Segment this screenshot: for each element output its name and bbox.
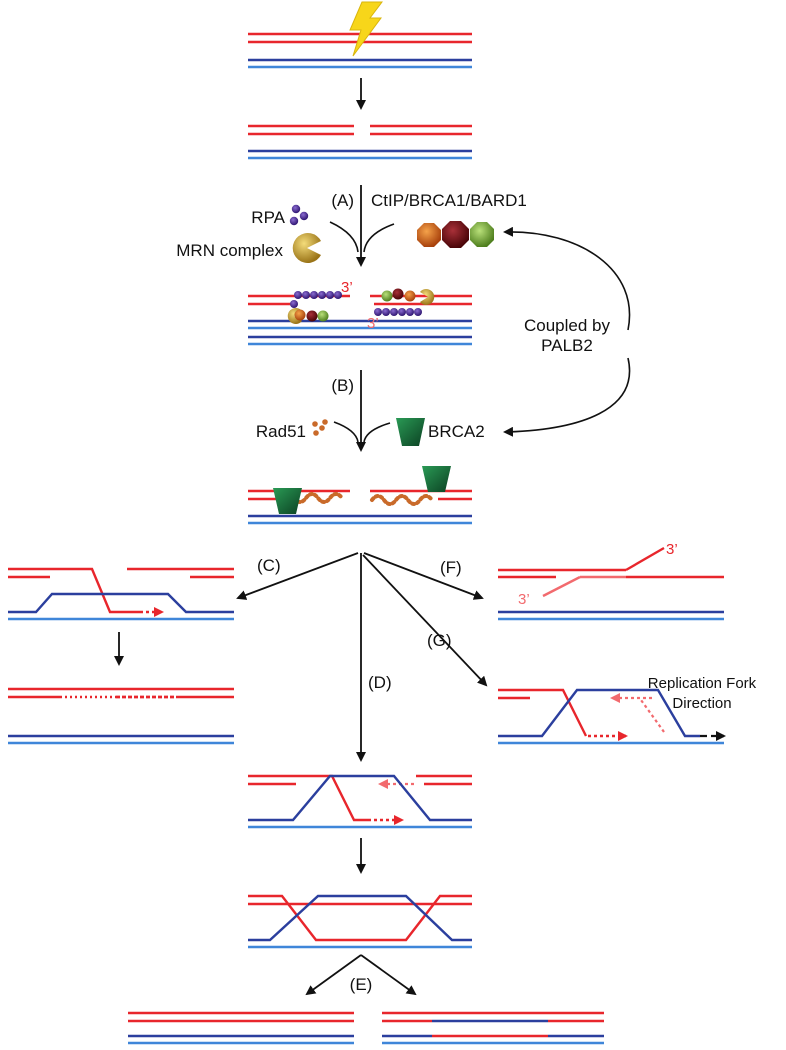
brca2-label: BRCA2 [428,422,485,441]
resolution-product-non-crossover [128,1011,354,1045]
mrn-complex-label: MRN complex [176,241,283,260]
replication-fork-label-line2: Direction [672,695,731,712]
pathway-c-product [8,687,234,745]
pathway-f-annealing [498,546,724,621]
pathway-c-strand-invasion [8,567,234,621]
coupled-by-palb2-arrow [503,226,631,331]
step-b-label: (B) [331,376,354,395]
pathway-d-d-loop [248,774,472,829]
step-d-label: (D) [368,673,392,692]
coupled-by-palb2-arrow-lower [503,357,631,437]
step-g-label: (G) [427,631,452,650]
mrn-complex-icon [292,232,321,263]
replication-fork-label-line1: Replication Fork [648,675,757,692]
brca2-icon [396,418,425,446]
step-c-label: (C) [257,556,281,575]
double-holliday-junction [248,894,472,949]
rpa-coated-ssdna-left [294,291,342,299]
arrow-step-a-in-right [363,223,395,253]
coupled-label-line2: PALB2 [541,336,593,355]
step-a-label: (A) [331,191,354,210]
rpa-label: RPA [251,208,285,227]
arrow-step-f [363,552,484,600]
three-prime-label-1: 3’ [341,279,353,296]
rad51-label: Rad51 [256,422,306,441]
resected-dna [248,294,472,346]
coupled-label-line1: Coupled by [524,316,611,335]
rad51-icon [312,419,328,436]
resolution-product-crossover [382,1011,604,1045]
arrow-step-e-right [360,954,417,996]
double-strand-break [248,124,472,160]
ctip-brca1-bard1-label: CtIP/BRCA1/BARD1 [371,191,527,210]
arrow-step-b-in-right [363,422,391,443]
lightning-bolt-icon [349,1,383,57]
protein-complex-right [381,288,435,305]
arrow-step-e-left [305,954,362,996]
arrow-step-g [362,554,488,687]
arrow-step-b-in-left [333,421,359,443]
step-e-label: (E) [350,975,373,994]
three-prime-label-3: 3’ [666,541,678,558]
arrow-step-c [236,552,359,600]
step-f-label: (F) [440,558,462,577]
rad51-filament-dna [248,466,472,525]
ctip-brca1-bard1-icon [417,221,494,248]
protein-complex-left [287,300,329,324]
rpa-coated-ssdna-right [374,308,422,316]
three-prime-label-2: 3’ [367,315,379,332]
arrow-step-a-in-left [329,221,359,253]
rpa-icon [289,204,309,226]
three-prime-label-4: 3’ [518,591,530,608]
pathway-g-break-induced-replication [498,688,726,745]
